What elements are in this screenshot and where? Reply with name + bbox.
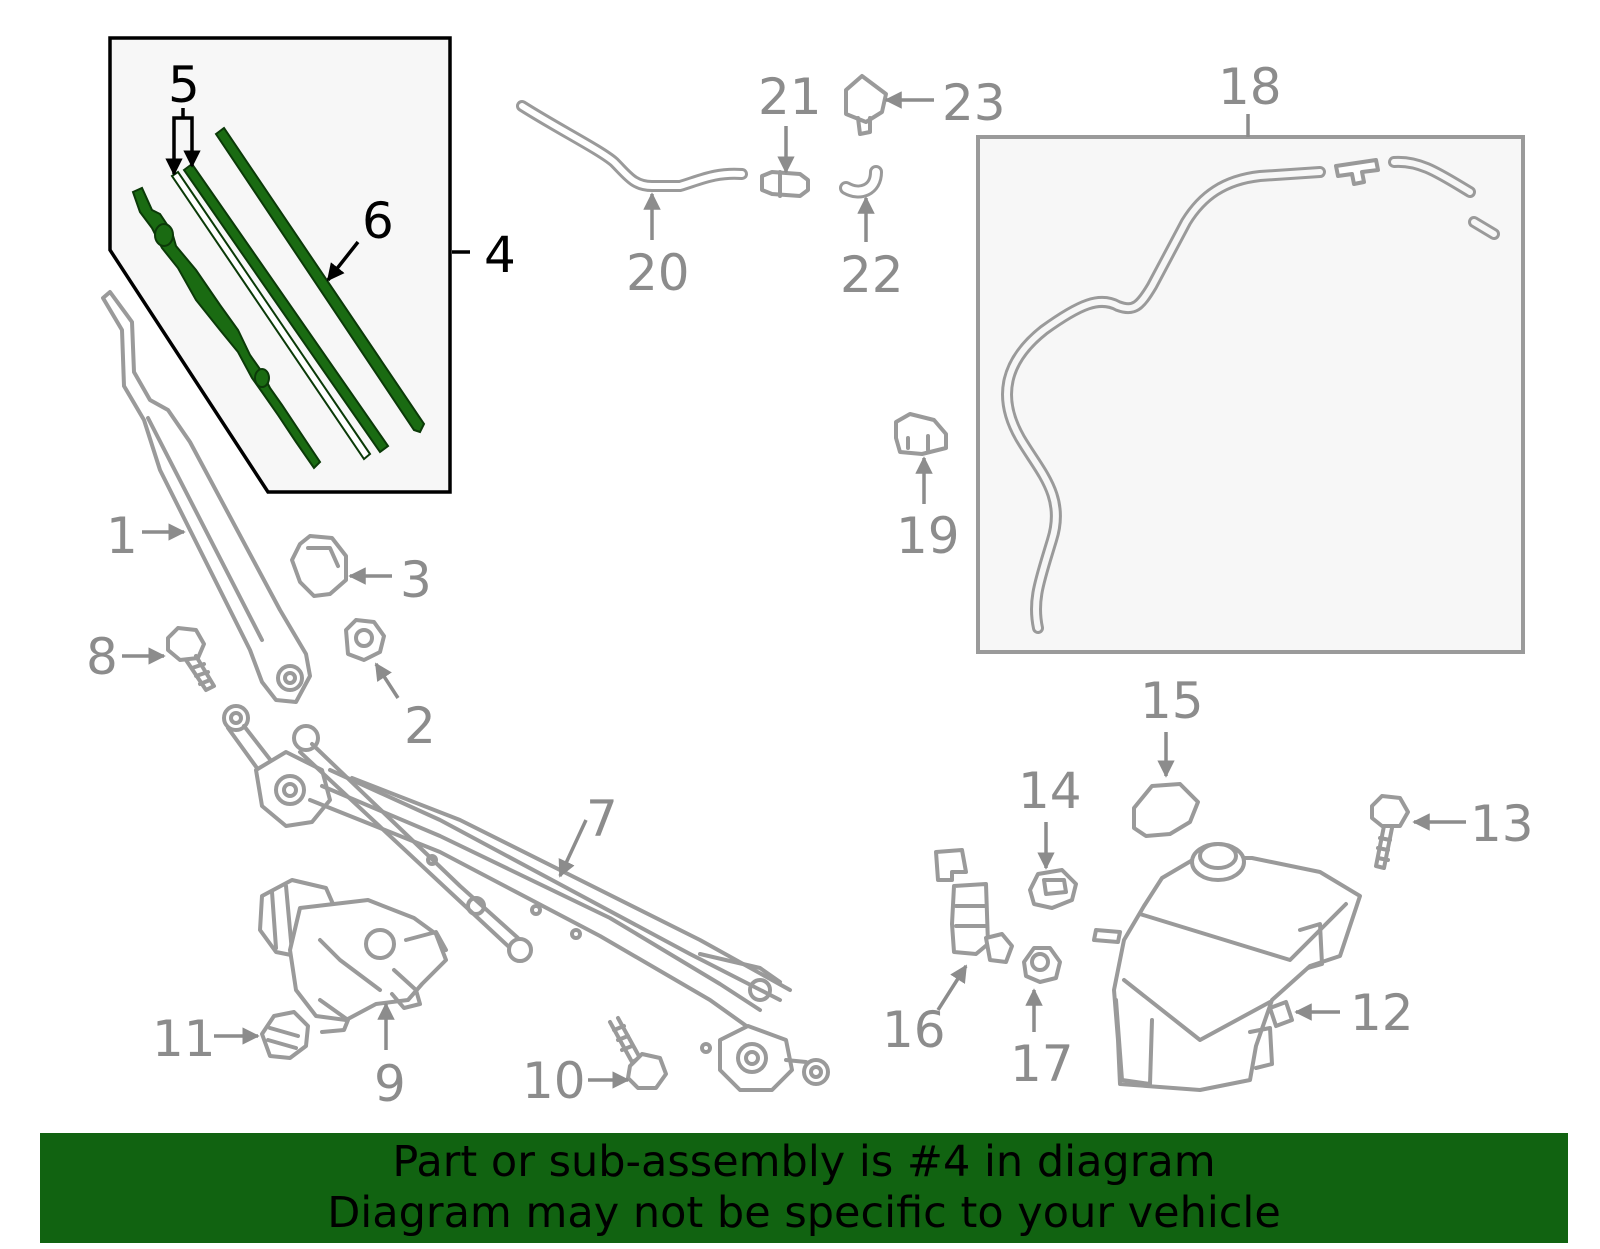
leader-lines: [122, 91, 1466, 1089]
callout-20: 20: [626, 244, 690, 302]
callout-13: 13: [1470, 795, 1534, 853]
reservoir-nut: [1028, 868, 1078, 910]
washer-nozzle-23: [844, 74, 888, 136]
hose-connector-21: [760, 170, 810, 198]
callout-1: 1: [106, 507, 138, 565]
callout-19: 19: [896, 507, 960, 565]
mounting-bolt-8: [166, 626, 216, 692]
wiper-motor: [258, 878, 448, 1034]
callout-12: 12: [1350, 984, 1414, 1042]
motor-grommet: [260, 1010, 310, 1060]
hose-clip-19: [894, 412, 948, 456]
callout-3: 3: [400, 551, 432, 609]
callout-10: 10: [522, 1052, 586, 1110]
washer-pump: [934, 848, 1014, 964]
callout-14: 14: [1018, 762, 1082, 820]
hose-kit-inset: [976, 114, 1525, 654]
callout-7: 7: [586, 790, 618, 848]
callout-5: 5: [168, 56, 200, 114]
wiper-rubber-insert: [214, 126, 426, 434]
reservoir-cap: [1132, 782, 1200, 838]
mounting-bolt-10: [608, 1016, 668, 1090]
callout-6: 6: [362, 192, 394, 250]
wiper-blade-frame: [131, 186, 322, 470]
callout-9: 9: [374, 1055, 406, 1113]
callout-18: 18: [1218, 58, 1282, 116]
washer-reservoir: [1092, 842, 1362, 1092]
info-banner: Part or sub-assembly is #4 in diagram Di…: [40, 1133, 1568, 1243]
callout-8: 8: [86, 628, 118, 686]
wiper-arm: [101, 290, 312, 704]
callout-23: 23: [942, 74, 1006, 132]
hose-elbow-22: [839, 165, 883, 199]
wiper-linkage: [222, 704, 830, 1092]
callout-4: 4: [484, 226, 516, 284]
pump-grommet: [1022, 946, 1062, 984]
washer-hose-20: [516, 100, 748, 192]
callout-16: 16: [882, 1001, 946, 1059]
pivot-nut: [344, 618, 386, 662]
callout-17: 17: [1010, 1035, 1074, 1093]
callout-21: 21: [758, 68, 822, 126]
pivot-cap: [290, 534, 348, 598]
mounting-bolt-13: [1370, 794, 1410, 870]
callout-15: 15: [1140, 672, 1204, 730]
callout-2: 2: [404, 697, 436, 755]
banner-line-1: Part or sub-assembly is #4 in diagram: [392, 1137, 1216, 1187]
wiper-blade-inset: [108, 36, 470, 494]
callouts: 1 2 3 4 5 6 7 8 9 10 11 12 13 14 15 16 1…: [86, 56, 1534, 1113]
callout-11: 11: [152, 1010, 216, 1068]
banner-line-2: Diagram may not be specific to your vehi…: [327, 1188, 1281, 1238]
callout-22: 22: [840, 246, 904, 304]
